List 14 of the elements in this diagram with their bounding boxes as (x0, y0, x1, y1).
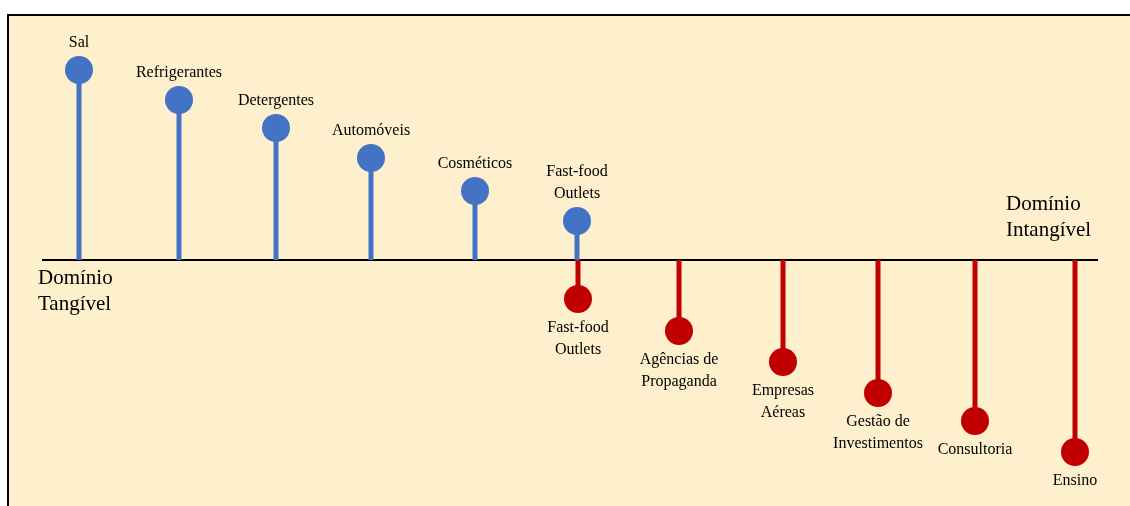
item-label: Refrigerantes (134, 62, 224, 83)
item-label: Cosméticos (436, 153, 514, 173)
domain-label: Domínio Intangível (1006, 190, 1093, 242)
item-label: Fast-food Outlets (546, 317, 610, 359)
item-label: Detergentes (236, 90, 316, 111)
item-label: Consultoria (936, 439, 1014, 459)
item-label: Ensino (1051, 470, 1099, 490)
item-label: Sal (67, 32, 91, 52)
item-label: Empresas Aéreas (750, 380, 816, 422)
item-label: Gestão de Investimentos (832, 411, 924, 453)
item-label: Fast-food Outlets (545, 161, 609, 203)
item-label: Automóveis (330, 120, 412, 140)
item-label: Agências de Propaganda (638, 349, 720, 392)
domain-label: Domínio Tangível (38, 264, 114, 316)
